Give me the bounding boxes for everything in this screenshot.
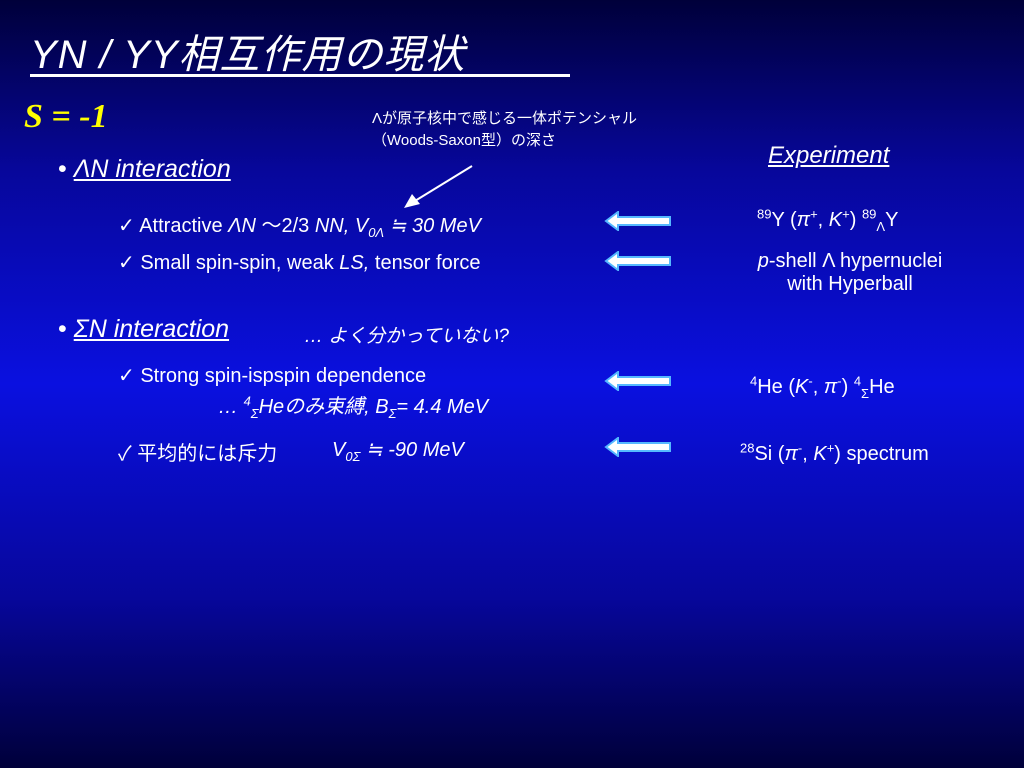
potential-note-line2: （Woods-Saxon型）の深さ	[372, 132, 556, 149]
subscript: 0Σ	[345, 449, 361, 464]
superscript: -	[837, 373, 842, 389]
exp-text: K	[828, 209, 843, 231]
sigma-item-repulsive-value: V0Σ ≒ -90 MeV	[332, 437, 464, 464]
sigma-item-isospin-detail: … 4ΣHeのみ束縛, BΣ= 4.4 MeV	[218, 390, 489, 421]
exp-text: π	[823, 376, 838, 398]
superscript: +	[826, 440, 835, 456]
exp-text: K	[813, 443, 827, 465]
exp-text: Y (	[771, 209, 797, 231]
experiment-heading: Experiment	[768, 142, 890, 169]
sigma-section-heading: • ΣN interaction	[58, 315, 229, 344]
exp-text: ,	[817, 209, 829, 231]
bullet: •	[58, 155, 67, 183]
exp-text: )	[841, 376, 854, 398]
lambda-section-heading: • ΛN interaction	[58, 155, 231, 184]
potential-note: Λが原子核中で感じる一体ポテンシャル （Woods-Saxon型）の深さ	[372, 108, 637, 152]
exp-text: ,	[812, 376, 824, 398]
sigma-experiment-1: 4He (K-, π-) 4ΣHe	[750, 373, 895, 401]
exp-text: ) spectrum	[834, 443, 929, 465]
check-icon: ✓	[118, 215, 135, 237]
item-text: …	[218, 396, 244, 418]
left-arrow-icon	[604, 371, 671, 391]
superscript: 89	[757, 206, 772, 222]
subscript: Σ	[250, 406, 259, 421]
superscript: +	[810, 206, 818, 222]
item-text: ≒ -90 MeV	[360, 439, 464, 461]
superscript: 28	[740, 440, 755, 456]
check-icon: ✓	[118, 252, 135, 274]
lambda-heading-text: ΛN interaction	[73, 155, 231, 183]
item-text: LS,	[339, 252, 370, 274]
subscript: Σ	[388, 406, 397, 421]
left-arrow-icon	[604, 251, 671, 271]
item-text: NN, V	[314, 215, 369, 237]
item-text: Heのみ束縛, B	[258, 396, 389, 418]
exp-text: Si (	[754, 443, 785, 465]
superscript: 4	[243, 393, 251, 409]
superscript: 4	[853, 373, 862, 389]
check-icon: ✓	[118, 365, 135, 387]
exp-text: p	[757, 250, 769, 272]
superscript: 89	[861, 206, 877, 222]
exp-text: π	[796, 209, 811, 231]
sigma-item-isospin: ✓ Strong spin-ispspin dependence	[118, 363, 426, 388]
superscript: 4	[750, 373, 758, 389]
exp-text: -shell Λ hypernuclei	[768, 250, 943, 272]
item-text: ～2/3	[255, 215, 315, 237]
superscript: +	[842, 206, 850, 222]
left-arrow-icon	[604, 437, 671, 457]
lambda-item-attractive: ✓ Attractive ΛN ～2/3 NN, V0Λ ≒ 30 MeV	[118, 209, 481, 240]
exp-text: Y	[885, 209, 899, 231]
lambda-experiment-2: p-shell Λ hypernuclei with Hyperball	[740, 250, 960, 296]
lambda-experiment-1: 89Y (π+, K+) 89ΛY	[757, 206, 899, 234]
item-text: tensor force	[369, 252, 481, 274]
slide-title: YN / YY相互作用の現状	[30, 33, 466, 77]
exp-text: K	[795, 376, 809, 398]
superscript: -	[797, 440, 803, 456]
potential-note-line1: Λが原子核中で感じる一体ポテンシャル	[372, 110, 638, 127]
strangeness-label: S = -1	[24, 98, 108, 135]
item-text: 平均的には斥力	[137, 443, 278, 465]
item-text: ≒ 30 MeV	[384, 215, 481, 237]
exp-text: He	[869, 376, 895, 398]
item-text: ΛN	[228, 215, 256, 237]
item-text: = 4.4 MeV	[396, 396, 489, 418]
bullet: •	[58, 315, 67, 343]
exp-text: He (	[757, 376, 796, 398]
exp-text: π	[784, 443, 798, 465]
item-text: Strong spin-ispspin dependence	[140, 365, 427, 387]
pointer-arrow-icon	[404, 165, 473, 208]
left-arrow-icon	[604, 211, 671, 231]
sigma-comment: … よく分かっていない?	[304, 326, 509, 347]
item-subscript: 0Λ	[368, 225, 385, 240]
title-underline	[30, 74, 570, 77]
subscript: Σ	[861, 386, 870, 401]
exp-text: ,	[802, 443, 814, 465]
item-text: V	[332, 439, 346, 461]
check-icon: ✓	[118, 443, 132, 465]
sigma-heading-text: ΣN interaction	[73, 315, 230, 343]
exp-text: )	[849, 209, 862, 231]
item-text: Small spin-spin, weak	[140, 252, 340, 274]
item-text: Attractive	[139, 215, 229, 237]
lambda-item-spin: ✓ Small spin-spin, weak LS, tensor force	[118, 250, 481, 275]
sigma-experiment-2: 28Si (π-, K+) spectrum	[740, 440, 929, 466]
superscript: -	[808, 373, 813, 389]
sigma-item-repulsive: ✓ 平均的には斥力	[118, 437, 277, 466]
exp-text: with Hyperball	[787, 273, 913, 295]
subscript: Λ	[876, 219, 886, 234]
